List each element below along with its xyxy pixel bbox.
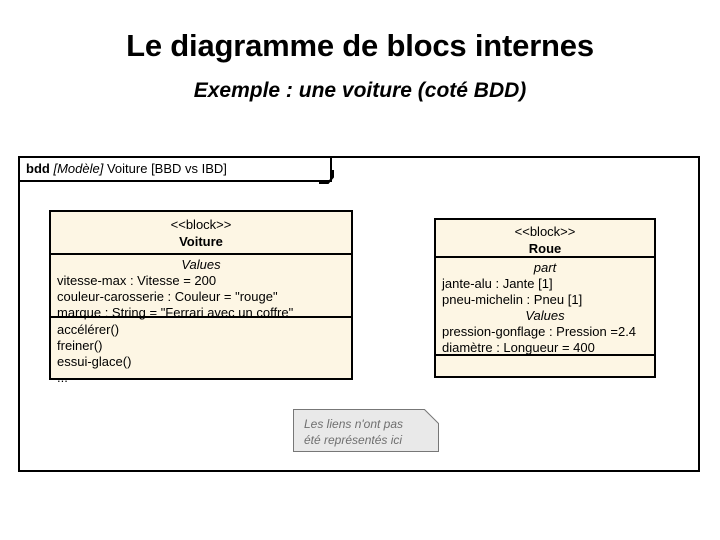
page-subtitle: Exemple : une voiture (coté BDD) [193,79,527,102]
diagram-frame: bdd [Modèle] Voiture [BBD vs IBD] <<bloc… [18,156,700,472]
page-title: Le diagramme de blocs internes [126,28,594,63]
block-roue-value-line: diamètre : Longueur = 400 [442,340,595,355]
block-voiture-values-compartment: Values vitesse-max : Vitesse = 200 coule… [51,255,351,320]
frame-qualifier: [BBD vs IBD] [151,161,227,176]
block-roue-header: <<block>> Roue [436,220,654,258]
block-roue-stereotype: <<block>> [514,224,576,239]
frame-tab-cut-corner-icon [318,170,334,184]
diagram-note[interactable]: Les liens n'ont pas été représentés ici [293,409,439,452]
block-voiture-value-line: marque : String = "Ferrari avec un coffr… [57,305,294,320]
block-voiture-operations-compartment: accélérer() freiner() essui-glace() ... [51,318,351,385]
block-voiture-header: <<block>> Voiture [51,212,351,255]
block-voiture-stereotype: <<block>> [170,217,232,232]
frame-keyword: bdd [26,161,50,176]
block-roue-values-title: Values [525,308,565,323]
frame-name: Voiture [106,161,148,176]
block-voiture-operation-line: accélérer() [57,322,120,337]
block-voiture-value-line: couleur-carosserie : Couleur = "rouge" [57,289,278,304]
block-voiture-operation-line: ... [57,370,68,385]
block-voiture-values-title: Values [181,257,221,272]
block-roue[interactable]: <<block>> Roue part jante-alu : Jante [1… [434,218,656,378]
diagram-frame-label: bdd [Modèle] Voiture [BBD vs IBD] [26,161,227,177]
block-roue-part-title: part [533,260,557,275]
block-voiture[interactable]: <<block>> Voiture Values vitesse-max : V… [49,210,353,385]
block-voiture-value-line: vitesse-max : Vitesse = 200 [57,273,217,288]
block-roue-part-line: jante-alu : Jante [1] [442,276,553,291]
block-roue-empty-compartment [436,356,654,380]
block-roue-name: Roue [528,241,562,256]
note-text-line1: Les liens n'ont pas [304,417,404,431]
block-voiture-operation-line: freiner() [57,338,103,353]
diagram-frame-tab: bdd [Modèle] Voiture [BBD vs IBD] [20,158,332,182]
block-roue-parts-values-compartment: part jante-alu : Jante [1] pneu-michelin… [436,258,654,356]
note-fold-corner-icon [424,409,439,424]
block-voiture-name: Voiture [179,234,223,249]
block-roue-part-line: pneu-michelin : Pneu [1] [442,292,583,307]
block-voiture-operation-line: essui-glace() [57,354,132,369]
frame-model: [Modèle] [53,161,104,176]
block-roue-value-line: pression-gonflage : Pression =2.4 [442,324,637,339]
note-text-line2: été représentés ici [304,433,403,447]
